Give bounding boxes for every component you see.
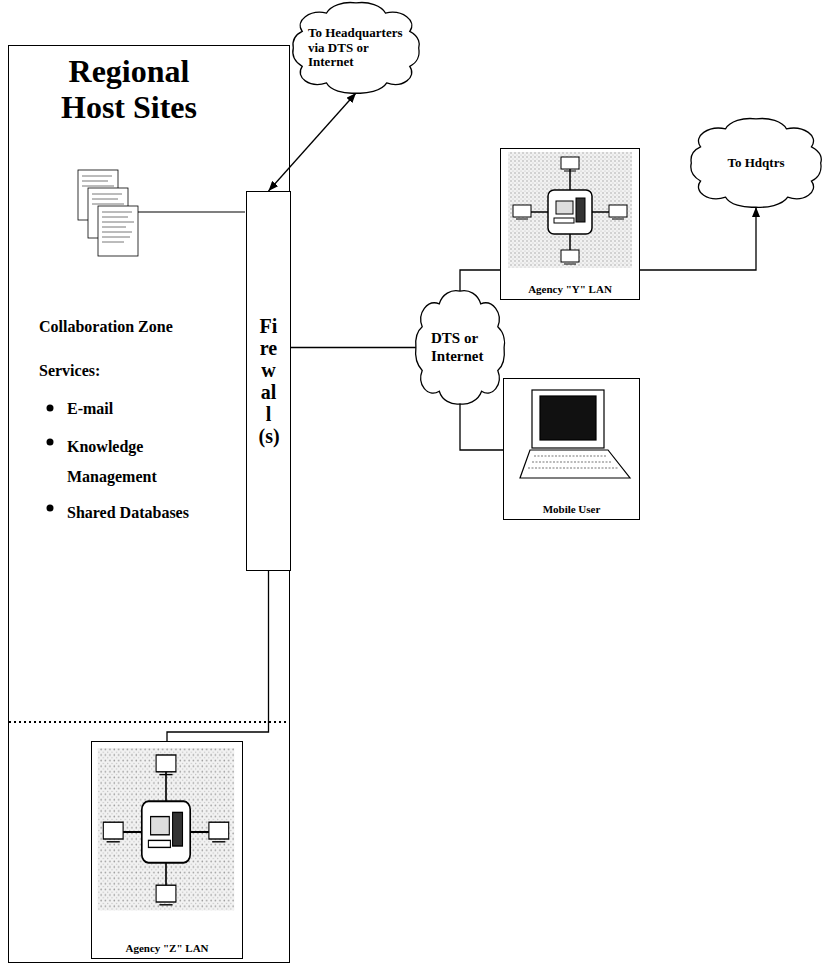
lan-label: Agency "Y" LAN xyxy=(503,283,637,296)
device-label: Mobile User xyxy=(506,503,637,516)
cloud-label: To Headquarters via DTS or Internet xyxy=(308,26,404,71)
firewall-box: Firewall(s) xyxy=(246,191,291,571)
headquarters-cloud: To Headquarters via DTS or Internet xyxy=(292,2,420,94)
lan-icon xyxy=(98,748,234,910)
firewall-label: Firewall(s) xyxy=(259,315,279,447)
network-cloud: DTS or Internet xyxy=(415,290,505,405)
region-title: Regional Host Sites xyxy=(39,54,219,126)
host-site-region: Regional Host SitesCollaboration ZoneSer… xyxy=(8,45,290,963)
lan-icon xyxy=(508,152,632,268)
service-item: Shared Databases xyxy=(67,498,197,528)
services-heading: Services: xyxy=(39,362,239,380)
hdqtrs-cloud: To Hdqtrs xyxy=(690,118,822,208)
service-item: E-mail xyxy=(67,398,207,420)
connector-line xyxy=(460,270,500,291)
icon-link-line xyxy=(138,211,245,212)
connector-line xyxy=(167,571,269,741)
connector-line xyxy=(269,93,357,191)
cloud-label: DTS or Internet xyxy=(431,330,489,365)
lan-box: Agency "Z" LAN xyxy=(91,741,243,959)
dotted-divider xyxy=(9,721,289,723)
laptop-icon xyxy=(520,390,630,478)
bullet-dot xyxy=(47,405,54,512)
connector-line xyxy=(291,347,416,348)
service-item: Knowledge Management xyxy=(67,432,197,491)
connector-line xyxy=(640,207,756,270)
documents-icon xyxy=(78,170,138,256)
zone-heading: Collaboration Zone xyxy=(39,318,279,336)
connector-line xyxy=(460,404,503,450)
cloud-label: To Hdqtrs xyxy=(728,156,785,171)
lan-label: Agency "Z" LAN xyxy=(94,942,240,955)
lan-box: Agency "Y" LAN xyxy=(500,148,640,300)
mobile-user-box: Mobile User xyxy=(503,378,640,520)
